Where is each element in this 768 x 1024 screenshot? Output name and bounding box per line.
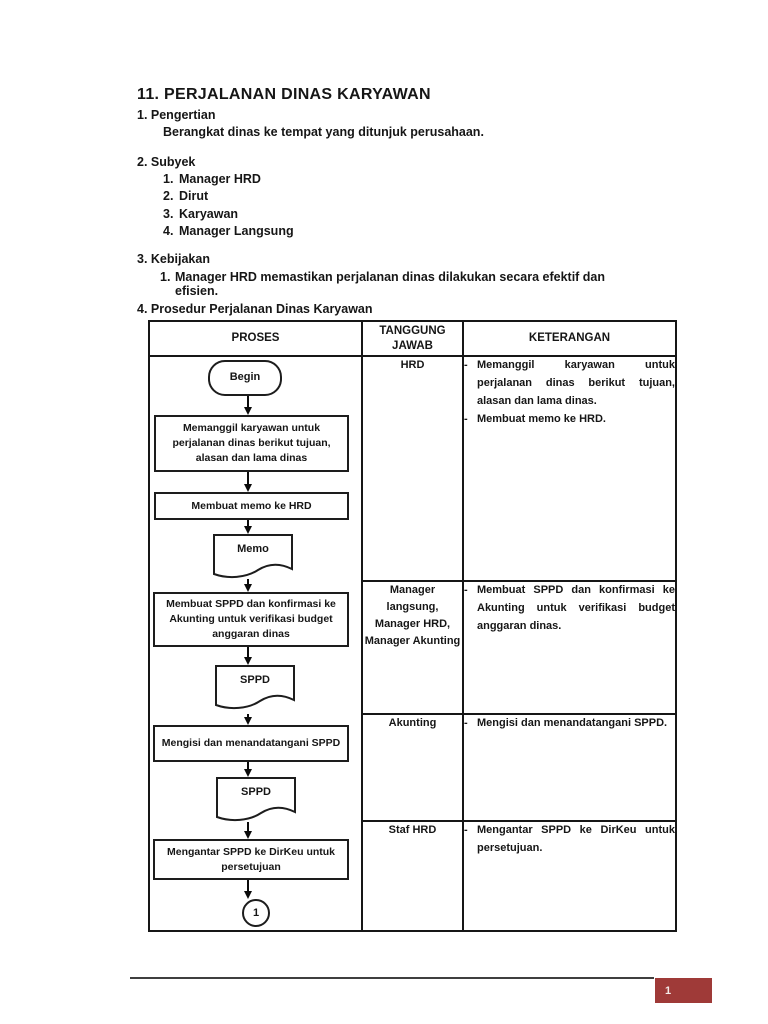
column-header-proses: PROSES [148,320,363,357]
bullet-dash: - [464,824,468,836]
note-text: Memanggil karyawan untuk perjalanan dina… [477,359,675,407]
list-item: 3. Karyawan [163,207,294,224]
subyek-list: 1. Manager HRD 2. Dirut 3. Karyawan 4. Manag… [163,172,294,242]
list-item-number: 1. [163,172,174,186]
list-item: 2. Dirut [163,189,294,206]
note-text: Mengantar SPPD ke DirKeu untuk persetuju… [477,824,675,854]
flowchart-connector-1: 1 [242,899,270,927]
list-item-text: Manager HRD memastikan perjalanan dinas … [175,270,606,298]
flow-arrow [243,762,252,777]
flowchart-document-sppd-1: SPPD [215,665,295,713]
list-item-label: Manager Langsung [179,224,294,239]
column-header-tanggung-jawab: TANGGUNG JAWAB [361,320,464,357]
flowchart: Begin Memanggil karyawan untuk perjalana… [150,357,361,930]
procedure-table: PROSES TANGGUNG JAWAB KETERANGAN Begin M… [148,320,677,932]
notes-cell: -Mengisi dan menandatangani SPPD. [462,713,677,822]
flow-arrow [243,880,252,899]
flowchart-step-3: Membuat SPPD dan konfirmasi ke Akunting … [153,592,349,647]
table-row: Begin Memanggil karyawan untuk perjalana… [148,355,677,932]
document-shape-icon [215,665,295,710]
table-header-row: PROSES TANGGUNG JAWAB KETERANGAN [148,320,677,357]
note-item: -Mengantar SPPD ke DirKeu untuk persetuj… [464,822,675,858]
document-shape-icon [213,534,293,579]
flowchart-terminator-begin: Begin [208,360,282,396]
flowchart-document-sppd-2: SPPD [216,777,296,825]
flow-arrow [243,579,252,592]
page-number-badge: 1 [655,978,712,1003]
section-heading-prosedur: 4. Prosedur Perjalanan Dinas Karyawan [137,302,373,316]
note-item: -Mengisi dan menandatangani SPPD. [464,715,675,733]
section-heading-subyek: 2. Subyek [137,155,196,169]
flowchart-step-4: Mengisi dan menandatangani SPPD [153,725,349,762]
list-item-label: Manager HRD [179,172,261,186]
note-text: Membuat memo ke HRD. [477,412,606,425]
notes-cell: -Membuat SPPD dan konfirmasi ke Akunting… [462,580,677,715]
flow-arrow [243,647,252,665]
list-item: 1. Manager HRD [163,172,294,189]
document-label: SPPD [240,674,270,686]
flowchart-step-1: Memanggil karyawan untuk perjalanan dina… [154,415,349,472]
flow-arrow [243,472,252,492]
table-row: Akunting -Mengisi dan menandatangani SPP… [149,713,677,822]
bullet-dash: - [464,359,468,371]
list-item: 1. Manager HRD memastikan perjalanan dina… [160,270,650,298]
section-heading-kebijakan: 3. Kebijakan [137,252,210,266]
flowchart-cell: Begin Memanggil karyawan untuk perjalana… [148,355,363,932]
page-title: 11. PERJALANAN DINAS KARYAWAN [137,86,431,103]
column-header-keterangan: KETERANGAN [462,320,677,357]
list-item-label: Dirut [179,189,209,204]
flow-arrow [243,520,252,534]
flowchart-step-5: Mengantar SPPD ke DirKeu untuk persetuju… [153,839,349,880]
bullet-dash: - [464,717,468,729]
note-item: -Memanggil karyawan untuk perjalanan din… [464,357,675,411]
note-text: Mengisi dan menandatangani SPPD. [477,717,668,729]
responsible-cell: Manager langsung, Manager HRD, Manager A… [361,580,464,715]
table-row: Staf HRD -Mengantar SPPD ke DirKeu untuk… [149,820,677,932]
notes-cell: -Mengantar SPPD ke DirKeu untuk persetuj… [462,820,677,932]
document-label: Memo [237,543,269,555]
list-item-number: 4. [163,224,174,239]
bullet-dash: - [464,412,468,425]
kebijakan-list: 1. Manager HRD memastikan perjalanan dina… [160,270,650,298]
table-row: Manager langsung, Manager HRD, Manager A… [149,580,677,715]
list-item-label: Karyawan [179,206,239,221]
document-shape-icon [216,777,296,822]
list-item-number: 2. [163,189,174,204]
notes-cell: -Memanggil karyawan untuk perjalanan din… [462,355,677,582]
list-item-number: 3. [163,206,174,221]
responsible-cell: Staf HRD [361,820,464,932]
document-label: SPPD [241,786,271,798]
footer-divider [130,977,654,979]
flow-arrow [243,396,252,415]
flowchart-document-memo: Memo [213,534,293,582]
list-item: 4. Manager Langsung [163,224,294,241]
flow-arrow [243,714,252,725]
note-item: -Membuat SPPD dan konfirmasi ke Akunting… [464,582,675,636]
flowchart-step-2: Membuat memo ke HRD [154,492,349,520]
pengertian-body: Berangkat dinas ke tempat yang ditunjuk … [163,125,484,139]
responsible-cell: Akunting [361,713,464,822]
flow-arrow [243,822,252,839]
responsible-cell: HRD [361,355,464,582]
note-text: Membuat SPPD dan konfirmasi ke Akunting … [477,584,675,632]
bullet-dash: - [464,584,468,596]
note-item: -Membuat memo ke HRD. [464,411,675,429]
list-item-number: 1. [160,270,171,284]
section-heading-pengertian: 1. Pengertian [137,108,216,122]
